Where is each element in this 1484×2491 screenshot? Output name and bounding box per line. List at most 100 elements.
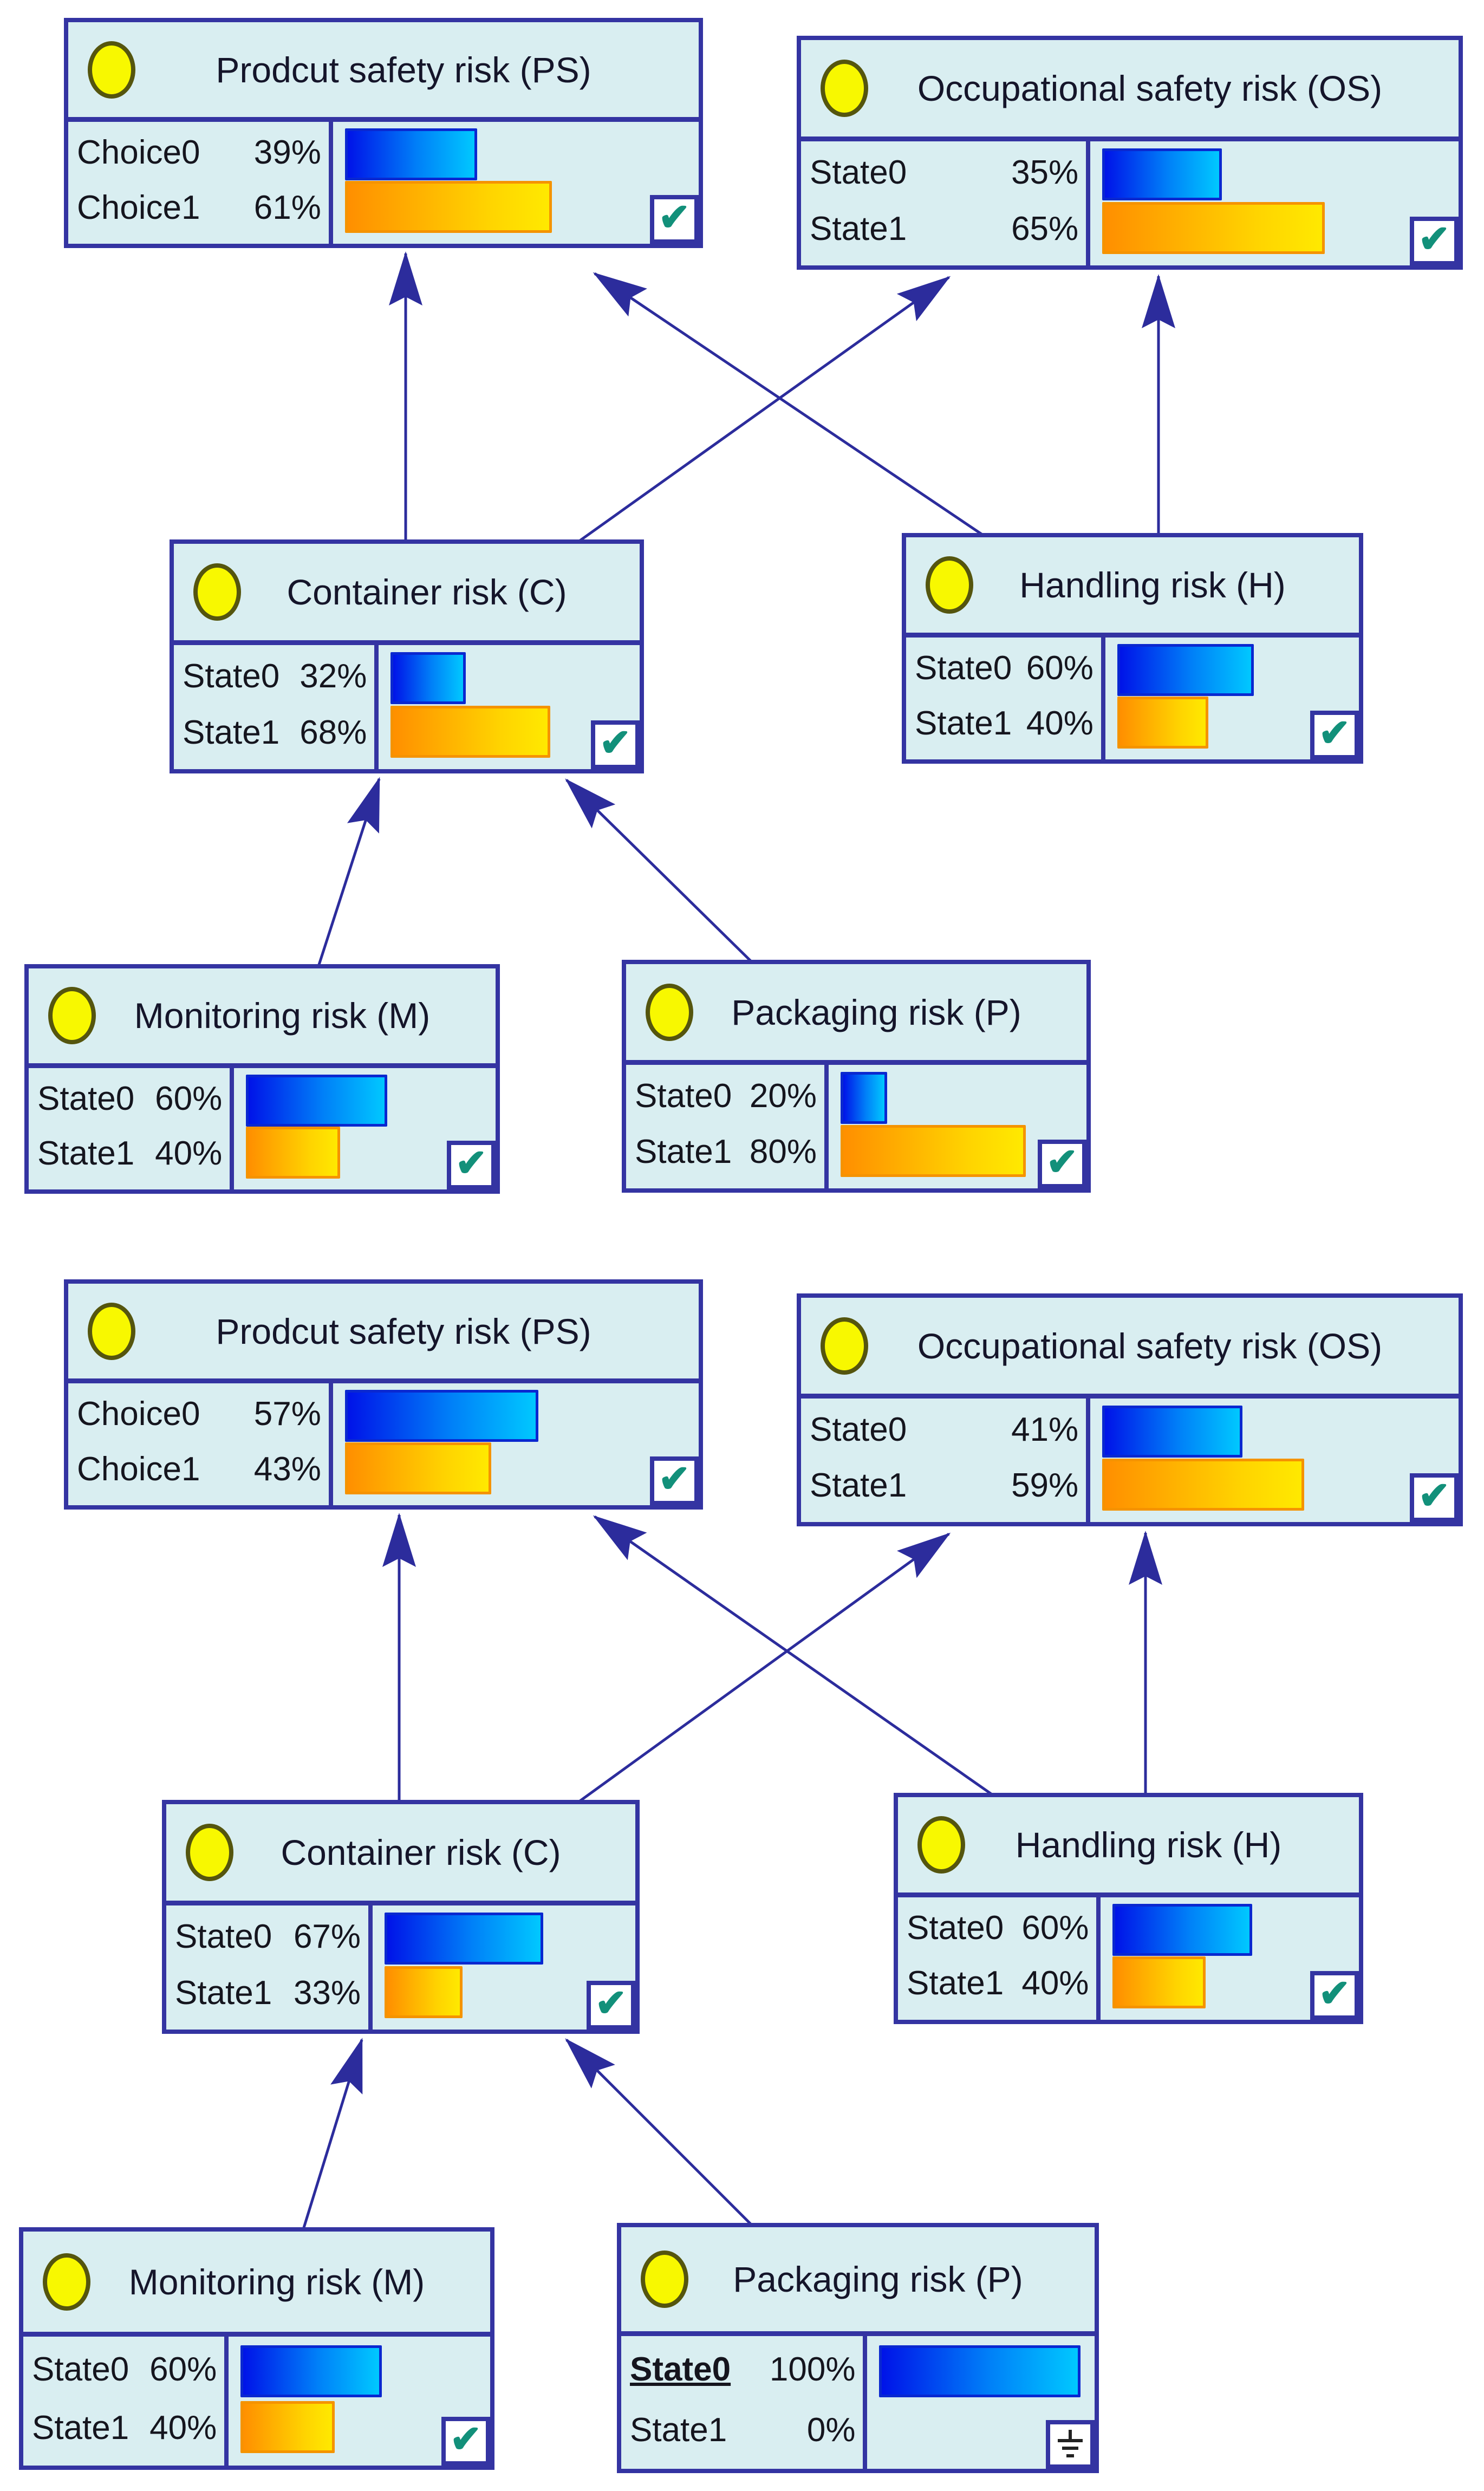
check-icon[interactable]: ✔ — [650, 194, 699, 244]
probability-bar-state1 — [344, 1442, 491, 1494]
node-circle-icon — [193, 563, 241, 621]
check-icon[interactable]: ✔ — [1310, 1970, 1359, 2020]
state-pct: 43% — [253, 1450, 321, 1488]
state-label: State0 — [32, 2350, 129, 2388]
probability-bar-state0 — [240, 2345, 382, 2397]
state-bars — [829, 1065, 1086, 1188]
node-circle-icon — [43, 2253, 90, 2311]
probability-bar-state0 — [246, 1074, 388, 1127]
check-icon[interactable]: ✔ — [1410, 1473, 1459, 1522]
state-row: State1 40% — [915, 704, 1094, 743]
probability-bar-state0 — [344, 1390, 539, 1442]
state-row: State0 100% — [630, 2350, 855, 2389]
check-icon[interactable]: ✔ — [650, 1456, 699, 1505]
node-title-bar: Occupational safety risk (OS) — [801, 1298, 1459, 1399]
state-labels: State0 60% State1 40% — [906, 637, 1105, 759]
edge-p-c-1 — [565, 778, 753, 963]
state-label: Choice0 — [77, 1395, 200, 1433]
probability-bar-state1 — [246, 1126, 341, 1179]
node-product-safety-risk-2[interactable]: Prodcut safety risk (PS) Choice0 57% Cho… — [64, 1279, 703, 1510]
check-icon[interactable]: ✔ — [587, 1980, 635, 2030]
state-labels: State0 100% State1 0% — [621, 2336, 868, 2469]
state-labels: State0 60% State1 40% — [23, 2337, 229, 2466]
node-monitoring-risk-1[interactable]: Monitoring risk (M) State0 60% State1 40… — [24, 964, 500, 1194]
node-title-bar: Packaging risk (P) — [621, 2227, 1095, 2336]
state-pct: 0% — [806, 2411, 856, 2449]
node-product-safety-risk-1[interactable]: Prodcut safety risk (PS) Choice0 39% Cho… — [64, 18, 703, 248]
check-icon[interactable]: ✔ — [441, 2416, 490, 2466]
node-body: State0 60% State1 40% ✔ — [29, 1068, 496, 1189]
state-label: State0 — [907, 1909, 1004, 1947]
state-row: Choice0 57% — [77, 1395, 321, 1433]
state-row: State0 60% — [32, 2350, 217, 2389]
state-pct: 35% — [1011, 154, 1079, 192]
node-occupational-safety-risk-2[interactable]: Occupational safety risk (OS) State0 41%… — [797, 1293, 1463, 1526]
edge-m-c-2 — [302, 2038, 363, 2230]
node-title: Packaging risk (P) — [733, 2259, 1023, 2299]
state-pct: 65% — [1011, 210, 1079, 248]
state-pct: 59% — [1011, 1467, 1079, 1505]
state-pct: 80% — [749, 1133, 817, 1171]
state-pct: 61% — [253, 188, 321, 226]
node-body: State0 60% State1 40% ✔ — [906, 637, 1359, 759]
node-circle-icon — [88, 41, 135, 99]
state-pct: 40% — [1021, 1965, 1089, 2002]
node-monitoring-risk-2[interactable]: Monitoring risk (M) State0 60% State1 40… — [19, 2227, 494, 2470]
probability-bar-state1 — [344, 180, 552, 233]
node-handling-risk-1[interactable]: Handling risk (H) State0 60% State1 40% … — [902, 533, 1363, 764]
probability-bar-state0 — [841, 1072, 887, 1124]
node-container-risk-1[interactable]: Container risk (C) State0 32% State1 68%… — [170, 539, 644, 773]
node-handling-risk-2[interactable]: Handling risk (H) State0 60% State1 40% … — [894, 1793, 1363, 2024]
node-packaging-risk-1[interactable]: Packaging risk (P) State0 20% State1 80%… — [622, 960, 1091, 1193]
state-bars — [333, 1383, 699, 1505]
check-icon[interactable]: ✔ — [1038, 1139, 1086, 1188]
state-label: Choice0 — [77, 134, 200, 172]
state-label: State1 — [635, 1133, 732, 1171]
node-circle-icon — [641, 2250, 688, 2308]
state-row: State1 40% — [907, 1964, 1089, 2002]
probability-bar-state1 — [385, 1966, 463, 2018]
state-row: State1 59% — [810, 1466, 1078, 1505]
state-label: State1 — [630, 2411, 727, 2449]
state-bars — [1090, 1399, 1459, 1522]
state-bars — [1101, 1897, 1359, 2020]
probability-bar-state1 — [1102, 201, 1325, 254]
node-circle-icon — [186, 1824, 233, 1882]
check-icon[interactable]: ✔ — [1310, 711, 1359, 759]
edge-c-os-1 — [577, 276, 951, 543]
node-title: Packaging risk (P) — [731, 992, 1021, 1032]
state-row: State0 60% — [37, 1079, 222, 1118]
node-circle-icon — [926, 556, 973, 614]
state-labels: State0 41% State1 59% — [801, 1399, 1091, 1522]
state-label: State0 — [915, 649, 1012, 687]
evidence-icon[interactable] — [1046, 2420, 1095, 2469]
state-row: State1 40% — [32, 2409, 217, 2447]
state-bars — [234, 1068, 496, 1189]
probability-bar-state0 — [1117, 643, 1254, 696]
state-row: State1 65% — [810, 210, 1078, 248]
node-title-bar: Handling risk (H) — [898, 1797, 1359, 1897]
node-title: Handling risk (H) — [1015, 1824, 1282, 1865]
state-row: State1 33% — [175, 1974, 361, 2012]
probability-bar-state1 — [390, 705, 551, 758]
node-title: Occupational safety risk (OS) — [917, 1325, 1383, 1366]
node-title-bar: Container risk (C) — [166, 1804, 635, 1906]
node-body: State0 32% State1 68% ✔ — [174, 645, 640, 769]
node-container-risk-2[interactable]: Container risk (C) State0 67% State1 33%… — [162, 1800, 640, 2034]
check-icon[interactable]: ✔ — [591, 720, 640, 769]
node-title-bar: Prodcut safety risk (PS) — [68, 1284, 699, 1384]
node-packaging-risk-2[interactable]: Packaging risk (P) State0 100% State1 0% — [617, 2223, 1099, 2473]
state-row: State0 41% — [810, 1410, 1078, 1449]
state-label: State0 — [37, 1079, 135, 1117]
node-title: Monitoring risk (M) — [134, 996, 431, 1036]
check-icon[interactable]: ✔ — [447, 1140, 496, 1189]
state-label: Choice1 — [77, 1450, 200, 1488]
state-row: State0 60% — [907, 1909, 1089, 1947]
node-occupational-safety-risk-1[interactable]: Occupational safety risk (OS) State0 35%… — [797, 36, 1463, 270]
probability-bar-state1 — [1117, 696, 1208, 749]
state-bars — [867, 2336, 1095, 2469]
state-label: State1 — [175, 1974, 272, 2012]
state-row: State1 68% — [183, 713, 367, 752]
check-icon[interactable]: ✔ — [1410, 216, 1459, 265]
node-title: Container risk (C) — [287, 572, 567, 613]
